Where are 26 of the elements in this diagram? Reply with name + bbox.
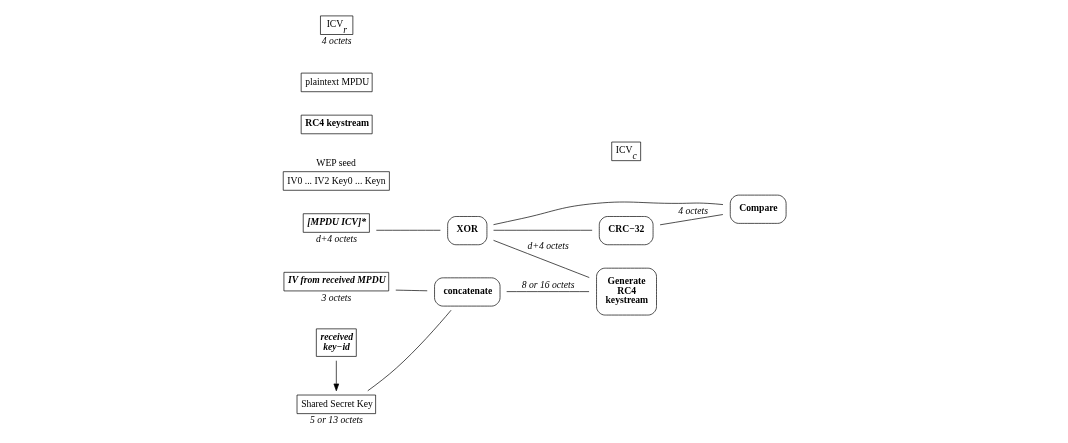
- node-box: [MPDU ICV]*: [302, 212, 370, 233]
- node-box: CRC−32: [598, 215, 653, 245]
- node-box: Compare: [729, 194, 786, 224]
- connector: [492, 201, 723, 225]
- edge-label: 4 octets: [677, 204, 708, 216]
- node-box: Shared Secret Key: [296, 394, 376, 414]
- node-box: IV0 ... IV2 Key0 ... Keyn: [282, 170, 390, 191]
- node-label: WEP seed: [315, 156, 356, 168]
- node-box: Generate RC4 keystream: [595, 267, 657, 315]
- node-box: XOR: [446, 215, 487, 245]
- node-label: 3 octets: [321, 291, 351, 303]
- edge-label: d+4 octets: [527, 239, 569, 251]
- node-label: 5 or 13 octets: [309, 413, 363, 425]
- edge-label: 8 or 16 octets: [521, 278, 575, 290]
- connector: [492, 239, 590, 278]
- connector: [366, 309, 451, 391]
- node-label: 4 octets: [321, 34, 352, 46]
- node-label: d+4 octets: [315, 232, 357, 244]
- connector: [659, 213, 723, 225]
- node-box: IV from received MPDU: [283, 271, 389, 291]
- node-box: concatenate: [433, 277, 500, 306]
- node-box: plaintext MPDU: [300, 72, 372, 92]
- node-box: RC4 keystream: [300, 114, 372, 134]
- node-box: received key−id: [315, 328, 357, 357]
- arrow: [333, 359, 339, 391]
- connector: [394, 289, 428, 291]
